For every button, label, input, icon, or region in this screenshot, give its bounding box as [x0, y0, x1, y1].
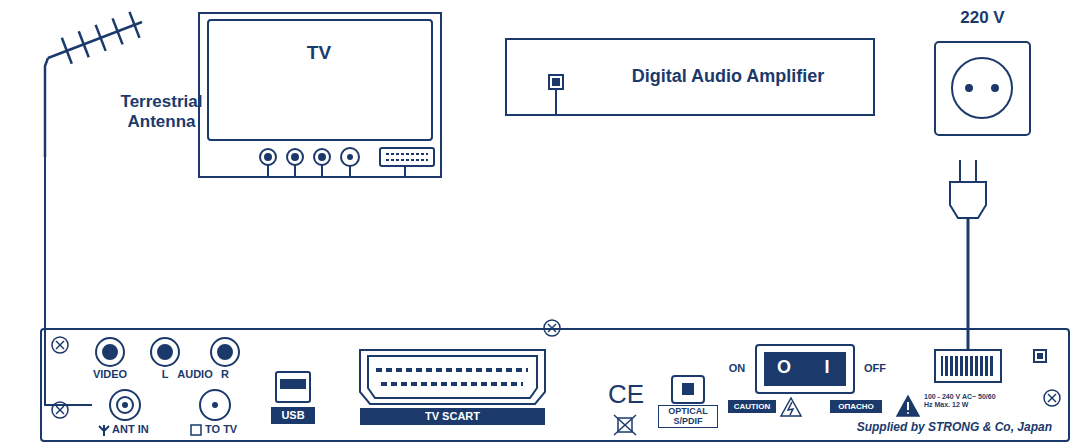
- node-text: VIDEO: [85, 368, 135, 381]
- rating-label: 100 - 240 V AC~ 50/60 Hz Max. 12 W: [924, 393, 1002, 409]
- antenna-symbol: [45, 12, 142, 157]
- node-text: Digital Audio Amplifier: [593, 66, 863, 87]
- power-switch: [756, 345, 854, 393]
- antenna-element: [129, 12, 139, 38]
- antenna-label-box: Terrestrial Antenna: [40, 12, 217, 157]
- cable: [45, 157, 92, 405]
- screw: [56, 406, 64, 414]
- node-text: OPTICAL S/PDIF: [658, 405, 718, 428]
- node-text: 220 V: [930, 8, 1035, 28]
- scart-port: TV SCART: [350, 342, 555, 428]
- audio-label: AUDIO: [174, 368, 216, 381]
- tv-output-jack: TO TV: [185, 388, 260, 440]
- switch-state: I: [815, 357, 839, 378]
- node-text: Terrestrial Antenna: [108, 92, 215, 131]
- receiver-back-panel: Supplied by STRONG & Co, Japan VIDEO L R ANT…: [40, 328, 1070, 442]
- node-text: USB: [271, 407, 315, 424]
- caution-label: CAUTION: [728, 400, 776, 413]
- antenna-element: [113, 18, 123, 44]
- antenna-input-jack: ANT IN: [92, 388, 184, 440]
- screws: [52, 320, 1060, 418]
- wall-socket-box: 220 V: [930, 6, 1037, 138]
- wall-socket: [935, 42, 1030, 135]
- scart-port: [360, 350, 545, 404]
- node-text: TV SCART: [360, 408, 545, 425]
- waste-bin-symbol: [614, 415, 636, 435]
- switch-state: O: [772, 357, 796, 378]
- audio-right-jack: R: [210, 334, 242, 384]
- node-text: Supplied by STRONG & Co, Japan: [782, 421, 1052, 435]
- antenna-element: [79, 31, 89, 57]
- usb-port: USB: [268, 368, 318, 428]
- screw: [56, 406, 64, 414]
- power-inlet: [935, 350, 1046, 382]
- screw: [1048, 394, 1056, 402]
- video-jack: VIDEO: [85, 334, 137, 384]
- node-text: ANT IN: [112, 423, 172, 436]
- switch-label: OFF: [858, 362, 892, 375]
- warning-symbols: [781, 396, 919, 416]
- ce-mark: CE: [603, 380, 649, 410]
- amplifier-box: Digital Audio Amplifier: [505, 38, 875, 116]
- tv-box: TV: [198, 12, 442, 178]
- screw: [1048, 394, 1056, 402]
- screw: [52, 337, 68, 353]
- optical-port: [672, 376, 704, 403]
- optical-output: OPTICAL S/PDIF: [656, 372, 720, 434]
- warning-label: ОПАСНО: [830, 400, 882, 413]
- screw: [1044, 390, 1060, 406]
- node-text: TV: [200, 42, 438, 64]
- panel-jacks: [96, 338, 239, 436]
- optical-input: [549, 75, 563, 116]
- node-text: TO TV: [205, 423, 257, 436]
- usb-port: [276, 372, 310, 402]
- antenna-element: [62, 38, 72, 64]
- screw: [56, 341, 64, 349]
- antenna-element: [96, 25, 106, 51]
- node-text: L: [150, 368, 180, 381]
- switch-label: ON: [722, 362, 752, 375]
- node-text: R: [210, 368, 240, 381]
- power-plug: [950, 160, 986, 350]
- audio-left-jack: L: [150, 334, 182, 384]
- screw: [56, 341, 64, 349]
